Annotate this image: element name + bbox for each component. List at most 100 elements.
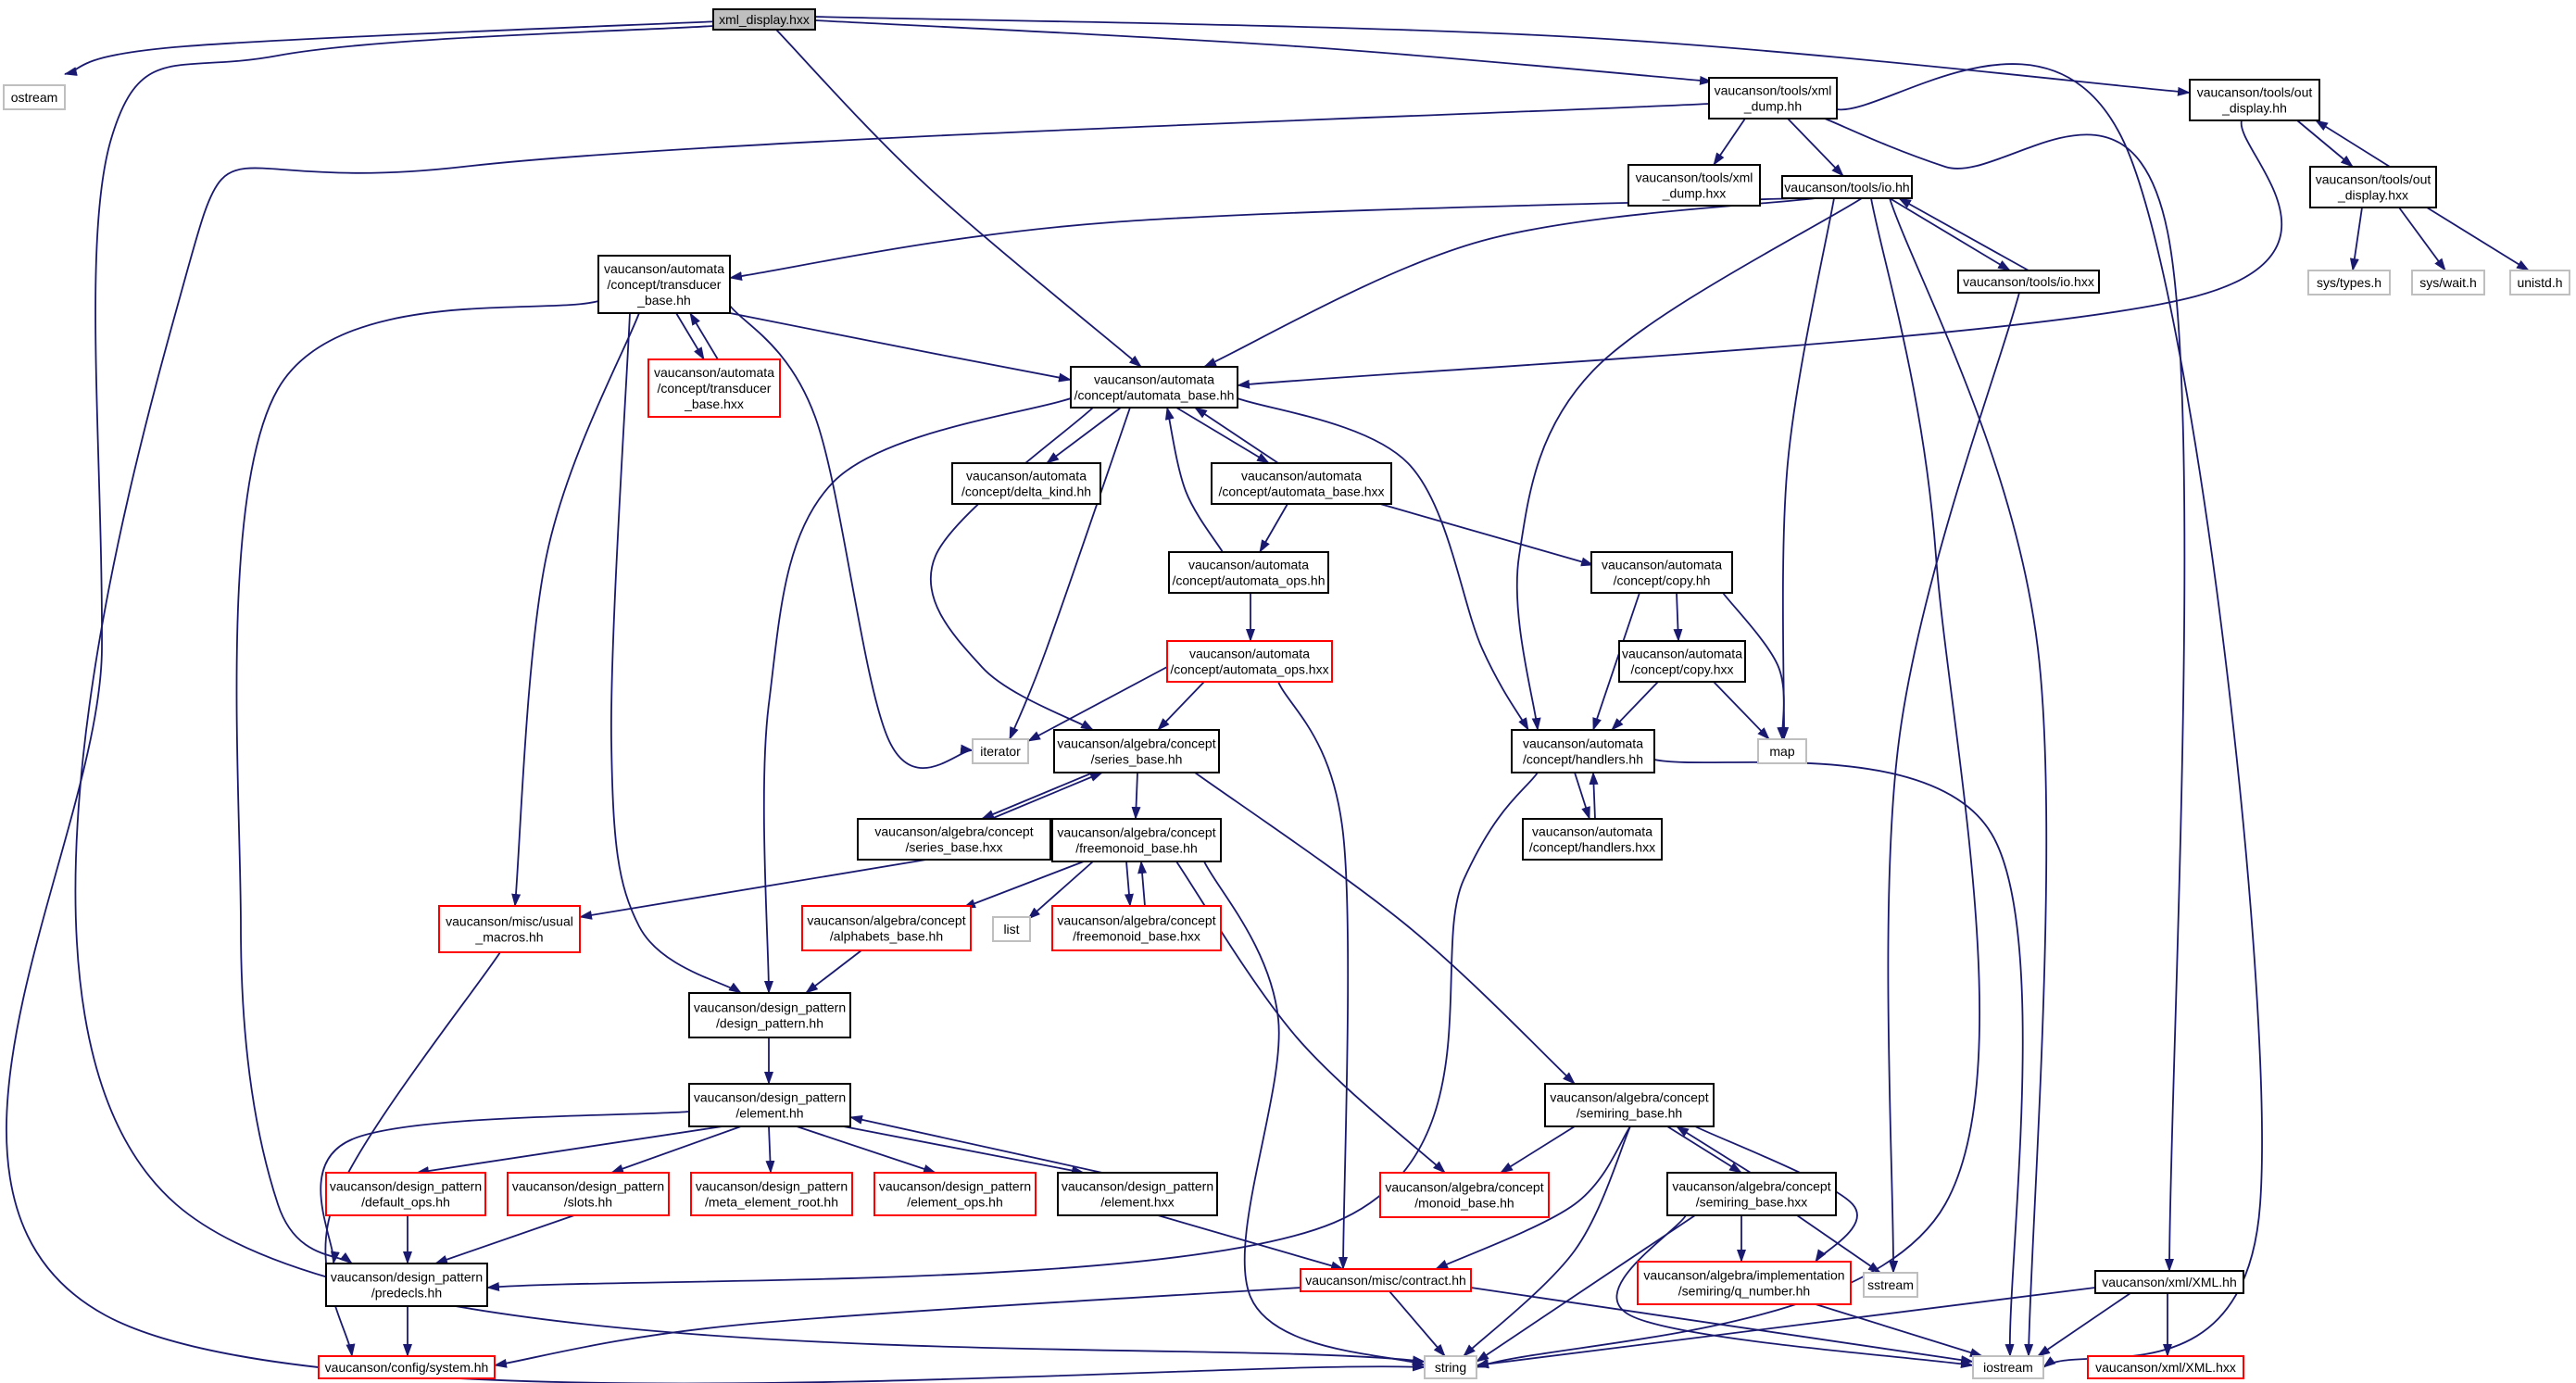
node-meta-element-root[interactable]: vaucanson/design_pattern/meta_element_ro…: [690, 1172, 853, 1216]
node-label: vaucanson/algebra/implementation: [1643, 1268, 1844, 1283]
edge-out_display_hh-to-out_display_hxx: [2296, 119, 2354, 168]
node-box: [1627, 164, 1761, 207]
edge-automata_ops_hh-to-automata_base_hh: [1164, 407, 1224, 553]
node-box: [2309, 166, 2437, 208]
node-xml-dump-hxx[interactable]: vaucanson/tools/xml_dump.hxx: [1627, 164, 1761, 207]
edge-xml_dump_hh-to-iostream: [1836, 63, 2263, 1368]
node-xml-hxx[interactable]: vaucanson/xml/XML.hxx: [2087, 1355, 2244, 1379]
edge-automata_ops_hxx-to-contract: [1277, 681, 1350, 1270]
node-label: vaucanson/algebra/concept: [1057, 736, 1215, 751]
edge-element_hh-to-predecls: [320, 1111, 690, 1264]
node-label: sys/types.h: [2317, 275, 2381, 290]
node-transducer-base-hh[interactable]: vaucanson/automata/concept/transducer_ba…: [597, 255, 731, 314]
node-contract[interactable]: vaucanson/misc/contract.hh: [1300, 1268, 1472, 1292]
node-semiring-base-hxx[interactable]: vaucanson/algebra/concept/semiring_base.…: [1666, 1172, 1837, 1216]
edge-automata_base_hh-to-delta_kind: [1046, 407, 1122, 464]
edge-handlers_hh-to-predecls: [486, 772, 1539, 1291]
edge-root-to-string: [6, 25, 1426, 1383]
edge-transducer_base_hh-to-usual_macros: [511, 312, 640, 907]
node-label: /element.hxx: [1100, 1195, 1174, 1210]
node-usual-macros[interactable]: vaucanson/misc/usual_macros.hh: [438, 905, 581, 953]
node-xml-hh[interactable]: vaucanson/xml/XML.hh: [2094, 1270, 2244, 1294]
node-handlers-hxx[interactable]: vaucanson/automata/concept/handlers.hxx: [1522, 818, 1663, 861]
node-box: [992, 916, 1031, 942]
node-box: [688, 1083, 851, 1127]
node-slots[interactable]: vaucanson/design_pattern/slots.hh: [507, 1172, 670, 1216]
node-transducer-base-hxx[interactable]: vaucanson/automata/concept/transducer_ba…: [647, 358, 781, 418]
edge-transducer_base_hxx-to-transducer_base_hh: [689, 312, 719, 360]
node-out-display-hxx[interactable]: vaucanson/tools/out_display.hxx: [2309, 166, 2437, 208]
node-label: vaucanson/automata: [1622, 647, 1742, 661]
edge-io_hh-to-io_hxx: [1889, 197, 2011, 271]
node-alphabets-base[interactable]: vaucanson/algebra/concept/alphabets_base…: [801, 905, 972, 951]
edge-out_display_hxx-to-out_display_hh: [2315, 119, 2391, 168]
edge-semiring_base_hh-to-string: [1463, 1125, 1631, 1357]
node-label: vaucanson/automata: [1523, 736, 1643, 751]
node-box: [688, 992, 851, 1038]
edge-element_hh-to-meta_element_root: [765, 1125, 775, 1174]
node-io-hxx[interactable]: vaucanson/tools/io.hxx: [1957, 270, 2100, 294]
node-label: vaucanson/xml/XML.hh: [2102, 1275, 2237, 1289]
node-label: sstream: [1867, 1277, 1914, 1292]
node-label: map: [1769, 744, 1794, 759]
node-box: [647, 358, 781, 418]
node-copy-hxx[interactable]: vaucanson/automata/concept/copy.hxx: [1618, 640, 1746, 683]
node-automata-base-hh[interactable]: vaucanson/automata/concept/automata_base…: [1070, 366, 1238, 409]
node-io-hh[interactable]: vaucanson/tools/io.hh: [1781, 175, 1913, 199]
edge-xml_dump_hh-to-xml_dump_hxx: [1713, 118, 1746, 166]
node-delta-kind[interactable]: vaucanson/automata/concept/delta_kind.hh: [951, 462, 1101, 505]
edge-root-to-ostream: [64, 19, 742, 76]
node-box: [325, 1172, 486, 1216]
node-label: vaucanson/design_pattern: [696, 1179, 848, 1194]
node-series-base-hh[interactable]: vaucanson/algebra/concept/series_base.hh: [1053, 729, 1220, 773]
node-freemonoid-base-hh[interactable]: vaucanson/algebra/concept/freemonoid_bas…: [1051, 818, 1222, 862]
node-monoid-base[interactable]: vaucanson/algebra/concept/monoid_base.hh: [1379, 1172, 1550, 1218]
node-predecls[interactable]: vaucanson/design_pattern/predecls.hh: [325, 1263, 488, 1307]
node-root[interactable]: xml_display.hxx: [712, 8, 816, 31]
node-label: _base.hxx: [684, 396, 744, 411]
edge-transducer_base_hh-to-predecls: [235, 300, 599, 1264]
node-default-ops[interactable]: vaucanson/design_pattern/default_ops.hh: [325, 1172, 486, 1216]
node-q-number[interactable]: vaucanson/algebra/implementation/semirin…: [1637, 1261, 1852, 1305]
edge-automata_base_hh-to-automata_base_hxx: [1175, 407, 1270, 464]
edge-semiring_base_hh-to-monoid_base: [1500, 1125, 1576, 1174]
node-handlers-hh[interactable]: vaucanson/automata/concept/handlers.hh: [1511, 729, 1655, 773]
node-design-pattern-hh[interactable]: vaucanson/design_pattern/design_pattern.…: [688, 992, 851, 1038]
node-series-base-hxx[interactable]: vaucanson/algebra/concept/series_base.hx…: [857, 818, 1051, 861]
node-semiring-base-hh[interactable]: vaucanson/algebra/concept/semiring_base.…: [1544, 1083, 1715, 1127]
node-sys-types: sys/types.h: [2307, 270, 2391, 295]
edge-semiring_base_hxx-to-sstream: [1796, 1214, 1881, 1274]
node-element-hh[interactable]: vaucanson/design_pattern/element.hh: [688, 1083, 851, 1127]
edge-series_base_hh-to-series_base_hxx: [981, 772, 1094, 820]
node-element-hxx[interactable]: vaucanson/design_pattern/element.hxx: [1057, 1172, 1218, 1216]
node-label: vaucanson/xml/XML.hxx: [2095, 1360, 2236, 1375]
node-label: vaucanson/tools/xml: [1715, 83, 1832, 98]
node-box: [2189, 79, 2320, 121]
edge-contract-to-system: [494, 1287, 1301, 1368]
node-label: _dump.hh: [1743, 99, 1802, 114]
node-label: /semiring/q_number.hh: [1678, 1284, 1810, 1299]
node-label: vaucanson/algebra/concept: [1672, 1179, 1830, 1194]
node-label: vaucanson/algebra/concept: [807, 913, 965, 928]
edge-freemonoid_base_hh-to-list: [1027, 861, 1094, 920]
node-automata-ops-hxx[interactable]: vaucanson/automata/concept/automata_ops.…: [1166, 640, 1333, 683]
edge-xml_dump_hh-to-xml_hh: [1824, 118, 2186, 1272]
node-xml-dump-hh[interactable]: vaucanson/tools/xml_dump.hh: [1708, 77, 1838, 119]
node-element-ops[interactable]: vaucanson/design_pattern/element_ops.hh: [873, 1172, 1037, 1216]
node-label: vaucanson/automata: [1189, 647, 1310, 661]
node-automata-ops-hh[interactable]: vaucanson/automata/concept/automata_ops.…: [1168, 551, 1329, 594]
node-label: /slots.hh: [564, 1195, 612, 1210]
edge-automata_base_hh-to-iterator: [1009, 407, 1131, 740]
node-automata-base-hxx[interactable]: vaucanson/automata/concept/automata_base…: [1211, 462, 1392, 505]
node-out-display-hh[interactable]: vaucanson/tools/out_display.hh: [2189, 79, 2320, 121]
edge-freemonoid_base_hh-to-freemonoid_base_hxx: [1124, 861, 1134, 907]
node-label: /concept/copy.hxx: [1630, 662, 1733, 677]
node-label: /concept/automata_base.hh: [1074, 388, 1235, 403]
node-freemonoid-base-hxx[interactable]: vaucanson/algebra/concept/freemonoid_bas…: [1051, 905, 1222, 951]
node-copy-hh[interactable]: vaucanson/automata/concept/copy.hh: [1590, 551, 1733, 594]
node-system[interactable]: vaucanson/config/system.hh: [318, 1355, 496, 1379]
node-box: [318, 1355, 496, 1379]
node-label: vaucanson/design_pattern: [879, 1179, 1031, 1194]
edge-series_base_hh-to-semiring_base_hh: [1194, 772, 1576, 1085]
